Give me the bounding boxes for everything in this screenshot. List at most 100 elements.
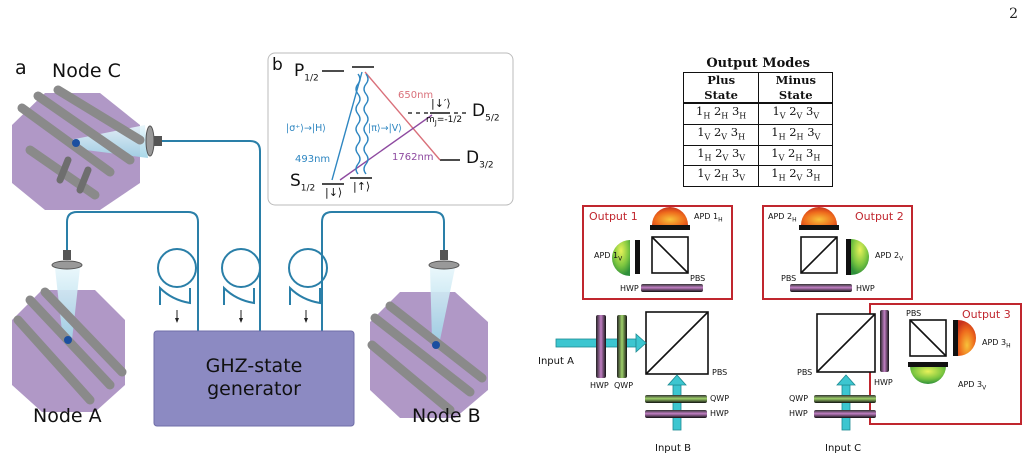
plus-state-cell: 1V 2H 3V [682,165,760,188]
ion-trap-node-a [12,250,127,412]
hwp-label-b: HWP [710,409,729,418]
input-c-label: Input C [825,443,862,454]
output-2-box [762,205,913,300]
ion-trap-node-c [12,85,162,210]
ket-down-prime: |↓′⟩ [431,97,451,110]
ghz-generator-line1: GHZ-state [205,355,303,377]
minus-state-cell: 1V 2H 3H [758,144,834,167]
output-modes-table: Output Modes Plus Minus State State 1H 2… [682,56,834,188]
mj-sub: J [434,118,437,127]
apd-1h: APD 1 [694,212,719,221]
page-number: 2 [1009,6,1018,22]
panel-a-label: a [15,57,27,79]
d32-level-sub: 3/2 [479,160,494,171]
qwp-label-b: QWP [710,394,730,403]
ghz-generator-box [153,330,355,427]
apd-2h-sub: H [792,216,797,224]
node-b-label: Node B [412,405,481,427]
sigma-h-label: |σ⁺⟩→|H⟩ [286,123,326,134]
apd-2h: APD 2 [768,212,793,221]
optical-fibers [66,140,445,332]
d52-level-label: D5/2 [472,101,500,123]
p-level: P [294,61,305,81]
ket-down: |↓⟩ [325,186,343,199]
output-modes-title: Output Modes [706,56,810,71]
apd-1v: APD 1 [594,251,619,260]
wave-plates [596,284,889,418]
pbs-label-1: PBS [690,274,706,283]
apd-1h-label: APD 1H [694,212,723,224]
input-a-label: Input A [538,356,574,367]
apd-1v-label: APD 1V [594,251,622,263]
plus-state-cell: 1H 2V 3V [682,144,760,167]
d52-level-sub: 5/2 [485,113,500,124]
qwp-label-a: QWP [614,381,634,390]
wavelength-650: 650nm [398,90,434,101]
wavelength-1762: 1762nm [392,152,434,163]
mj-value: =-1/2 [436,115,463,125]
apd-3h-label: APD 3H [982,338,1011,350]
s-level-label: S1/2 [290,171,315,193]
d32-level-label: D3/2 [466,148,494,170]
apd-3v-sub: V [982,384,987,392]
p-level-label: P1/2 [294,61,319,83]
hwp-label-2: HWP [856,284,875,293]
minus-state-cell: 1H 2V 3H [758,165,834,188]
pbs-label-2: PBS [781,274,797,283]
s-level: S [290,171,301,191]
p-level-sub: 1/2 [304,73,319,84]
hwp-label-c: HWP [789,409,808,418]
output-3-label: Output 3 [962,308,1011,321]
pbs-label-3: PBS [906,309,922,318]
ghz-generator-label: GHZ-state generator [154,355,354,401]
apd-3v-label: APD 3V [958,380,986,392]
wavelength-493: 493nm [295,154,331,165]
pbs-label-c: PBS [797,368,813,377]
apd-3h: APD 3 [982,338,1007,347]
header-minus: Minus [758,72,834,88]
node-c-label: Node C [52,60,121,82]
apd-3h-sub: H [1006,342,1011,350]
output-2-label: Output 2 [855,210,904,223]
ket-up: |↑⟩ [353,180,371,193]
apd-2v-sub: V [899,255,904,263]
energy-level-panel [267,52,514,206]
energy-levels [322,66,460,185]
d32-level: D [466,148,480,168]
pi-v-label: |π⟩→|V⟩ [368,123,402,134]
mj-label: mJ=-1/2 [426,115,462,127]
output-1-box [582,205,733,300]
apd-3v: APD 3 [958,380,983,389]
plus-state-cell: 1V 2V 3H [682,123,760,146]
output-1-label: Output 1 [589,210,638,223]
hwp-label-1: HWP [620,284,639,293]
transitions [331,71,466,181]
apd-detectors [612,207,976,384]
apd-2v-label: APD 2V [875,251,903,263]
plus-state-cell: 1H 2H 3H [682,101,760,125]
minus-state-cell: 1H 2H 3V [758,123,834,146]
fiber-arrows [175,310,308,323]
minus-state-cell: 1V 2V 3V [758,101,834,125]
qwp-label-c: QWP [789,394,809,403]
hwp-label-a: HWP [590,381,609,390]
s-level-sub: 1/2 [300,183,316,194]
panel-b-label: b [272,55,283,75]
apd-2h-label: APD 2H [768,212,797,224]
pbs-label-a: PBS [712,368,728,377]
header-minus-state: State [758,87,834,104]
d52-level: D [472,101,486,121]
node-a-label: Node A [33,405,102,427]
hwp-label-3: HWP [874,378,893,387]
input-b-label: Input B [655,443,691,454]
header-plus: Plus [682,72,760,88]
apd-1v-sub: V [618,255,623,263]
apd-2v: APD 2 [875,251,900,260]
pbs-cubes [645,236,947,375]
mj: m [426,115,435,125]
